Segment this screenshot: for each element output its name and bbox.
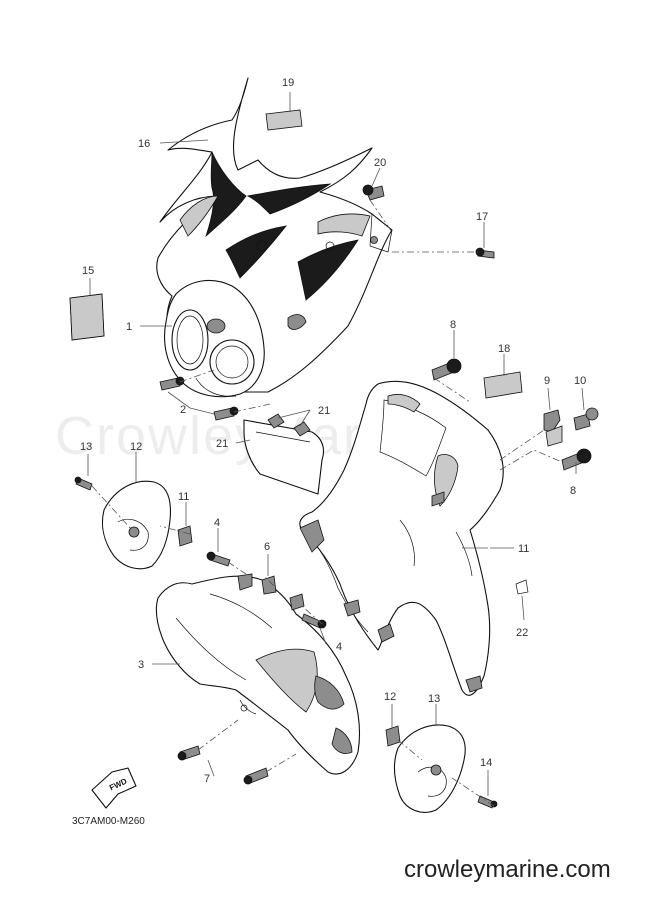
screw-16[interactable] [475,247,495,259]
part-1-headlight-housing[interactable] [164,279,307,398]
part-17-label[interactable] [483,371,523,399]
callout-3: 3 [138,659,144,671]
callout-19: 20 [374,157,386,169]
callout-12-a: 12 [130,441,142,453]
screw-5-a[interactable] [177,745,201,761]
leader-lines [87,92,585,796]
nut-6[interactable] [261,575,277,595]
part-7-inner-panel[interactable] [299,380,504,696]
screw-13-a[interactable] [74,476,93,491]
part-3-front-cowl[interactable] [155,573,361,775]
callout-14: 15 [82,265,94,277]
callout-17: 18 [498,343,510,355]
fwd-arrow-icon: FWD [91,767,137,809]
part-12-side-cover-left[interactable] [101,480,172,570]
clip-19[interactable] [362,184,385,201]
callout-20: 21 [216,438,228,450]
callout-11-b: 12 [384,691,396,703]
callout-7: 11 [518,543,529,555]
screw-13-b[interactable] [477,795,498,809]
part-18-label[interactable] [265,109,303,131]
part-10-bolt[interactable] [573,407,599,431]
callout-2: 2 [180,404,186,416]
nut-11-a[interactable] [177,525,193,547]
callout-5: 7 [204,773,210,785]
callout-4-a: 4 [214,517,220,529]
callout-13-a: 13 [80,441,92,453]
callout-21: 21 [318,405,330,417]
callout-9: 9 [544,375,550,387]
nut-11-b[interactable] [385,725,401,747]
callout-4-b: 4 [336,641,342,653]
callout-10: 10 [574,375,586,387]
callout-16: 17 [476,211,488,223]
callout-1: 1 [126,321,132,333]
screw-4-a[interactable] [206,551,231,567]
callout-18: 19 [282,77,294,89]
diagram-code: 3C7AM00-M260 [72,816,145,827]
callout-8-b: 8 [570,485,576,497]
callout-22: 22 [516,627,528,639]
callout-15: 16 [138,138,150,150]
screw-2-b[interactable] [213,406,239,421]
callout-12-b: 13 [428,693,440,705]
callout-6: 6 [264,541,270,553]
part-22-pad[interactable] [515,579,529,595]
part-14-pad[interactable] [69,293,105,341]
callout-8-a: 8 [450,319,456,331]
callout-11-a: 11 [178,491,189,503]
part-12-side-cover-right[interactable] [393,724,466,813]
screw-8-a[interactable] [431,358,462,381]
screw-5-b[interactable] [243,767,269,785]
site-url[interactable]: crowleymarine.com [404,856,611,883]
callout-numbers: 19 16 20 17 15 1 8 18 9 10 2 21 21 13 12… [80,77,586,785]
screw-8-b[interactable] [561,448,592,471]
callout-13-b: 14 [480,757,492,769]
part-20-lid[interactable] [243,419,325,495]
part-9-bracket[interactable] [543,409,563,447]
screw-2-a[interactable] [159,376,185,391]
alignment-lines [91,199,563,807]
